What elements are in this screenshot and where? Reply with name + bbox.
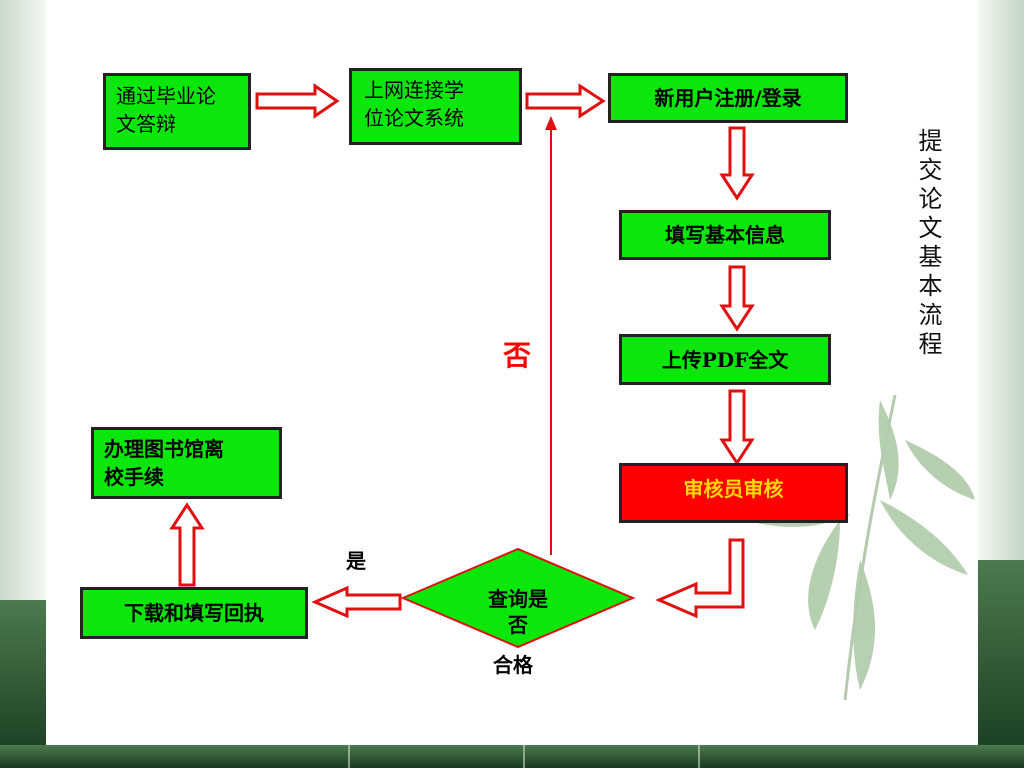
step-library: 办理图书馆离 校手续 (91, 427, 282, 499)
step-defense: 通过毕业论文答辩 (103, 73, 251, 150)
step-upload: 上传PDF全文 (619, 334, 831, 385)
step-system-line1: 上网连接学 (364, 78, 464, 102)
step-download: 下载和填写回执 (80, 587, 308, 639)
decision-text-line1: 查询是 (488, 587, 548, 611)
decision-text-line2: 否 (508, 613, 528, 637)
branch-yes-label: 是 (346, 549, 366, 573)
decision-text-line3: 合格 (493, 653, 533, 677)
step-register: 新用户注册/登录 (608, 73, 848, 123)
arrow-right-2 (525, 83, 606, 119)
arrow-bend-left (655, 538, 745, 619)
step-review-text: 审核员审核 (683, 477, 784, 501)
arrow-up (169, 502, 205, 587)
step-fill-info: 填写基本信息 (619, 210, 831, 260)
step-download-text: 下载和填写回执 (124, 601, 264, 625)
decision-text: 查询是 否 (468, 586, 568, 638)
arrow-left (311, 585, 402, 619)
arrow-right-1 (255, 83, 340, 119)
step-library-line2: 校手续 (104, 465, 164, 489)
step-defense-text: 通过毕业论文答辩 (116, 84, 216, 136)
branch-no-label: 否 (503, 339, 532, 372)
decision-diamond (400, 547, 636, 649)
arrow-down-3 (719, 389, 755, 466)
step-upload-text: 上传PDF全文 (661, 347, 789, 372)
arrow-down-1 (719, 126, 755, 201)
step-review: 审核员审核 (619, 463, 848, 523)
arrow-down-2 (719, 265, 755, 332)
diagram-title: 提交论文基本流程 (914, 128, 942, 360)
no-feedback-arrowhead (545, 116, 557, 130)
step-system-line2: 位论文系统 (364, 106, 464, 130)
step-system: 上网连接学 位论文系统 (349, 68, 522, 145)
step-register-text: 新用户注册/登录 (654, 86, 802, 110)
step-fill-info-text: 填写基本信息 (665, 223, 785, 247)
step-library-line1: 办理图书馆离 (104, 437, 224, 461)
